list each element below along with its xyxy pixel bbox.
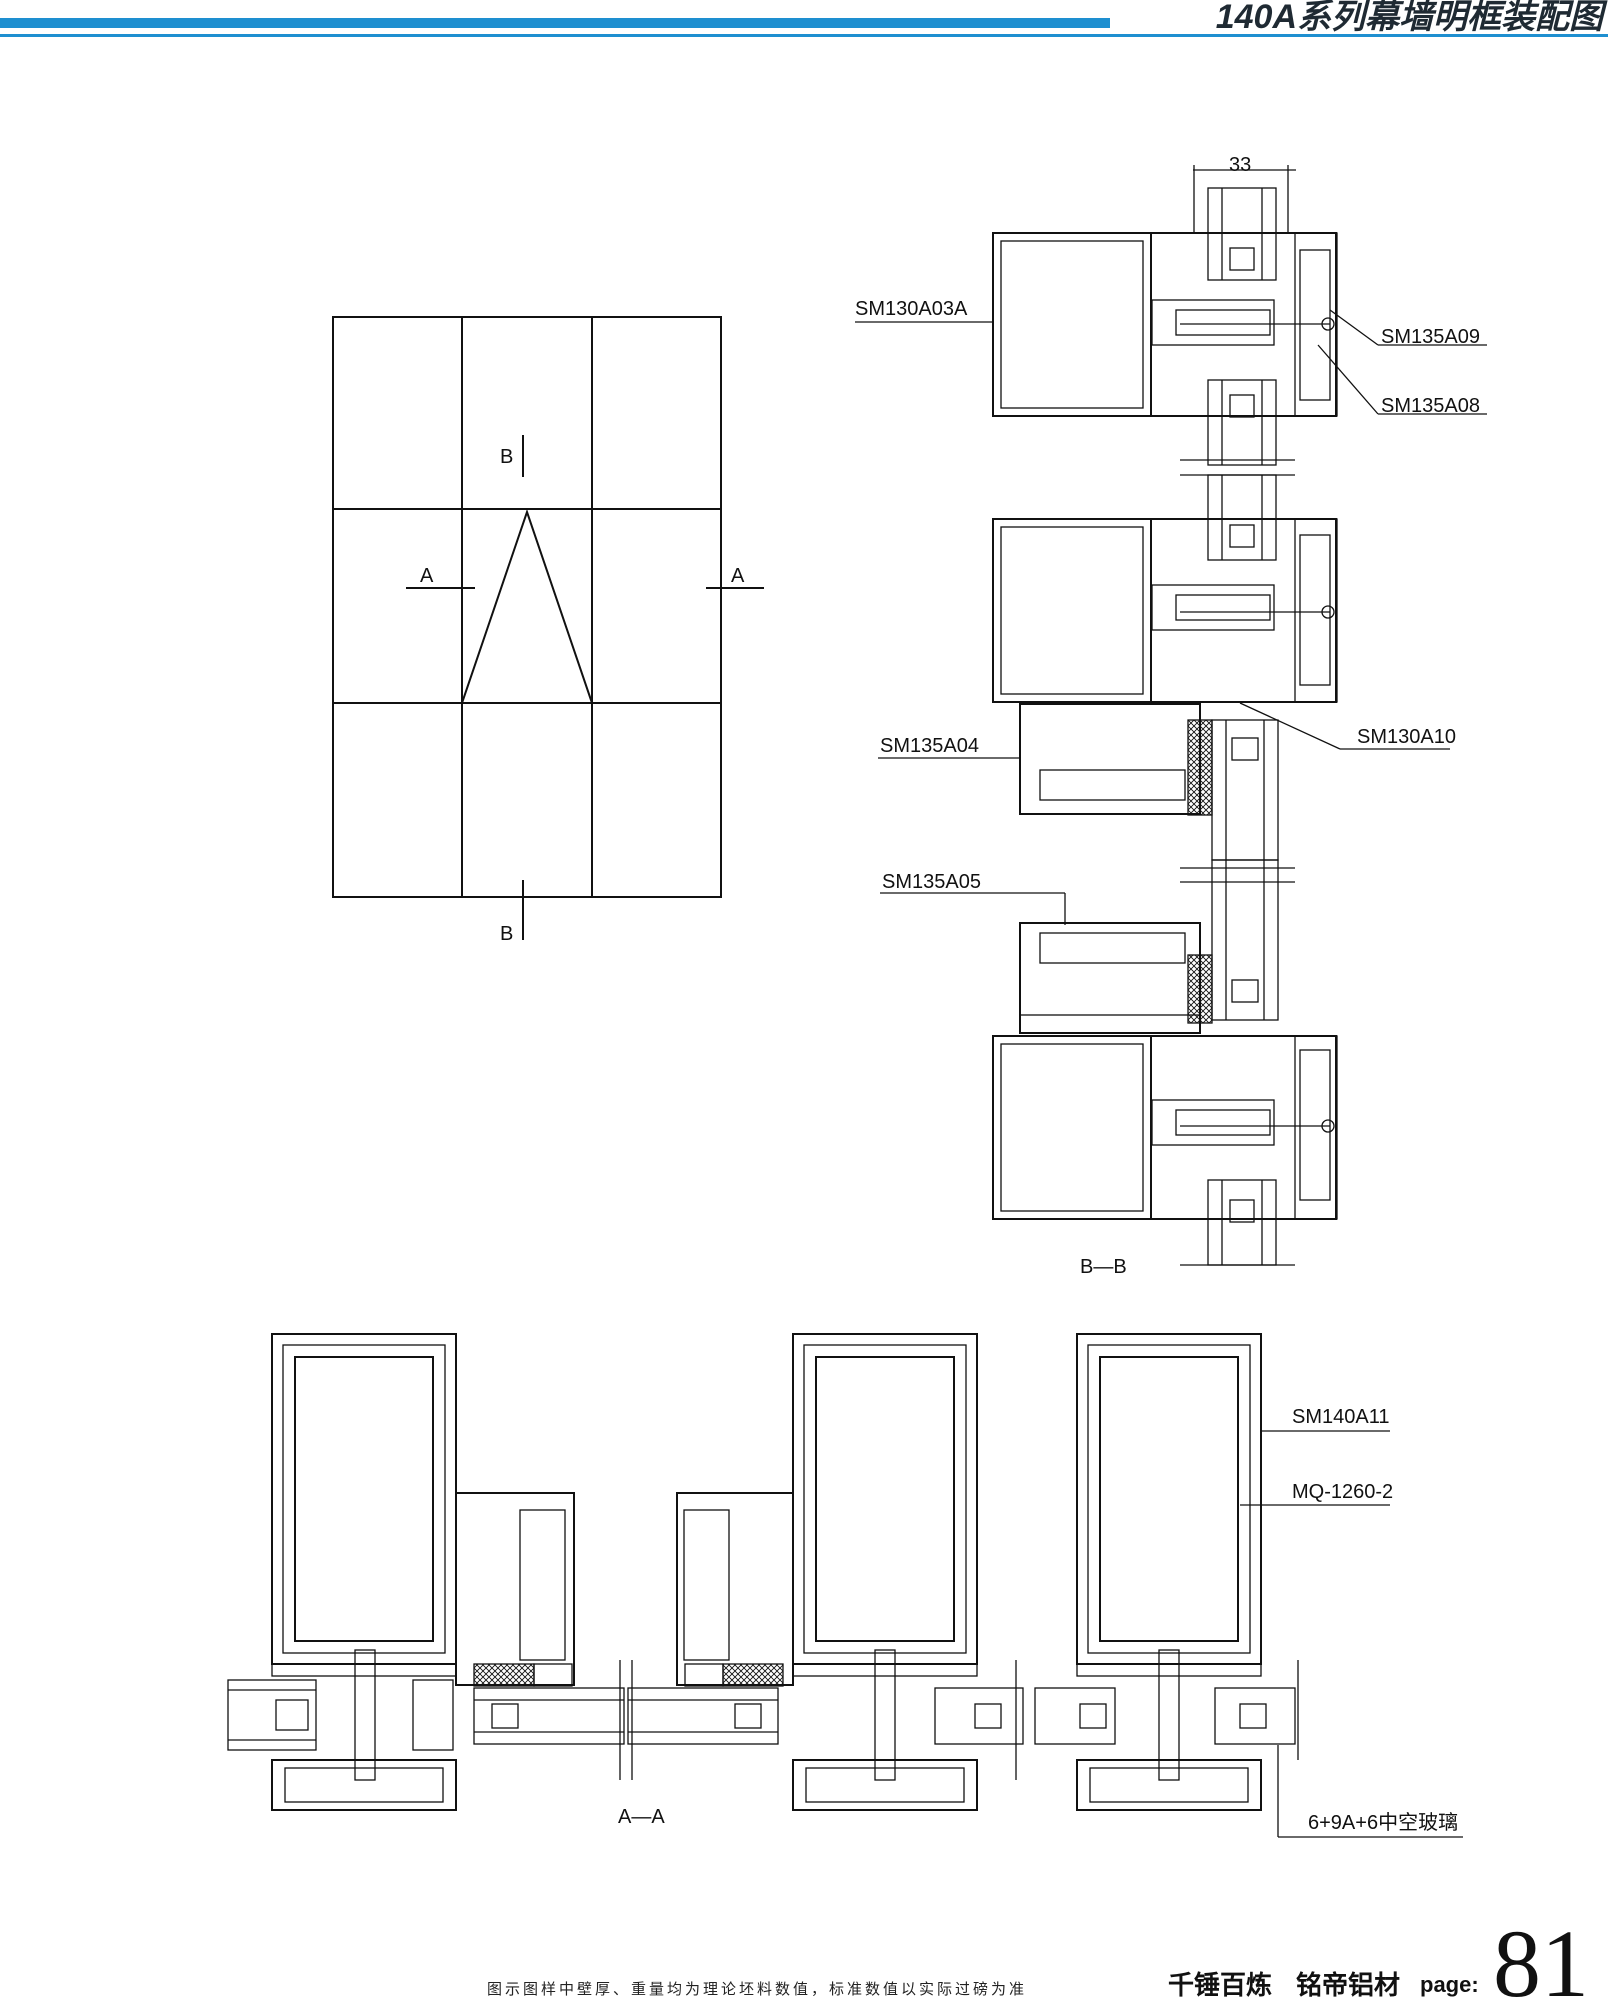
section-mark-b-bottom: B bbox=[500, 923, 513, 945]
glass-pane-bottom bbox=[1180, 1179, 1295, 1266]
vent-frame-top bbox=[1019, 703, 1279, 861]
page-number: 81 bbox=[1493, 1910, 1589, 1999]
vent-opening-symbol bbox=[461, 508, 593, 704]
label-sm135a08: SM135A08 bbox=[1381, 395, 1480, 417]
page-word: page: bbox=[1420, 1972, 1479, 1997]
label-mq1260: MQ-1260-2 bbox=[1292, 1481, 1393, 1503]
page-title: 140A系列幕墙明框装配图 bbox=[1216, 0, 1608, 36]
dimension-33: 33 bbox=[1229, 154, 1251, 176]
section-title-aa: A—A bbox=[618, 1806, 665, 1828]
elevation-view: B B A A bbox=[332, 316, 764, 945]
brand-1: 千锤百炼 bbox=[1168, 1970, 1272, 1999]
footer-note: 图示图样中壁厚、重量均为理论坯料数值，标准数值以实际过磅为准 bbox=[487, 1981, 1027, 1998]
mullion-profile-3 bbox=[1076, 1333, 1299, 1811]
brand-2: 铭帝铝材 bbox=[1296, 1970, 1400, 1999]
glass-pane-top bbox=[1180, 187, 1295, 476]
section-title-bb: B—B bbox=[1080, 1256, 1127, 1278]
section-mark-b-top: B bbox=[500, 446, 513, 468]
glass-unit-left bbox=[227, 1679, 454, 1751]
glass-unit-center bbox=[619, 1660, 779, 1780]
section-mark-a-left: A bbox=[420, 565, 434, 587]
transom-profile-2 bbox=[992, 518, 1338, 703]
section-mark-a-right: A bbox=[731, 565, 745, 587]
glass-pane-mid bbox=[1207, 379, 1277, 561]
transom-profile-3 bbox=[992, 1035, 1338, 1220]
header-accent-line bbox=[0, 18, 1110, 28]
glass-pane-vent bbox=[1180, 859, 1295, 1021]
label-sm135a09: SM135A09 bbox=[1381, 326, 1480, 348]
label-glass: 6+9A+6中空玻璃 bbox=[1308, 1811, 1458, 1834]
footer: 图示图样中壁厚、重量均为理论坯料数值，标准数值以实际过磅为准 千锤百炼 铭帝铝材… bbox=[487, 1910, 1589, 1999]
vent-frame-bottom bbox=[1019, 922, 1213, 1034]
label-sm130a03a: SM130A03A bbox=[855, 298, 968, 320]
label-sm135a05: SM135A05 bbox=[882, 871, 981, 893]
vent-profile-left bbox=[455, 1492, 625, 1745]
header-rule bbox=[0, 34, 1608, 37]
label-sm135a04: SM135A04 bbox=[880, 735, 979, 757]
label-sm130a10: SM130A10 bbox=[1357, 726, 1456, 748]
mullion-profile-1 bbox=[271, 1333, 457, 1811]
section-bb: 33 bbox=[855, 154, 1487, 1278]
mullion-profile-2 bbox=[792, 1333, 1024, 1811]
label-sm140a11: SM140A11 bbox=[1292, 1406, 1389, 1428]
section-aa: SM140A11 MQ-1260-2 6+9A+6中空玻璃 A—A bbox=[227, 1333, 1463, 1838]
header-bar: 140A系列幕墙明框装配图 bbox=[0, 0, 1608, 37]
transom-profile-1 bbox=[992, 232, 1338, 417]
vent-profile-right bbox=[676, 1492, 794, 1687]
glass-unit-right bbox=[1015, 1660, 1116, 1780]
